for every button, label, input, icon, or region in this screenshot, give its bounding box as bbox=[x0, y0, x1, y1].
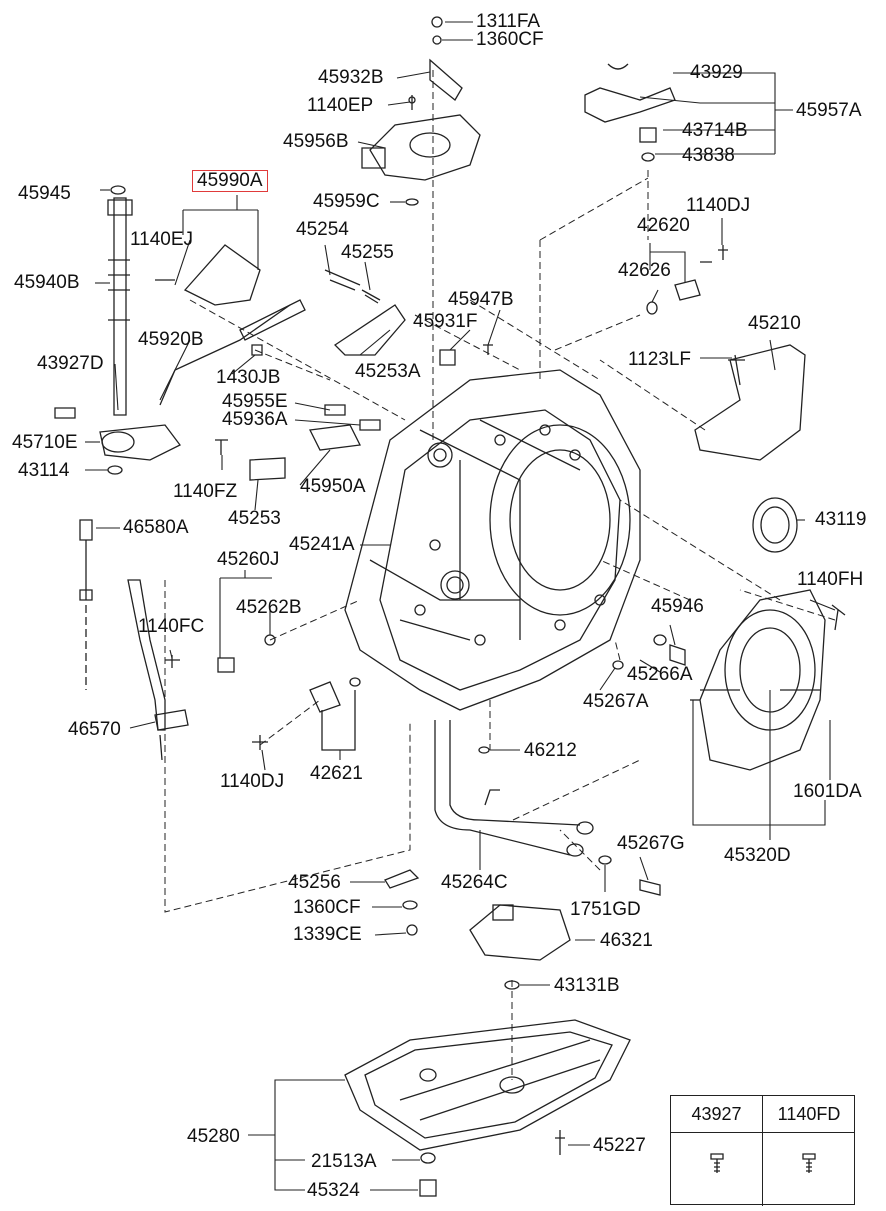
label-45710e: 45710E bbox=[12, 432, 78, 453]
label-1140ep: 1140EP bbox=[307, 95, 374, 116]
label-45946: 45946 bbox=[651, 596, 704, 617]
label-45931f: 45931F bbox=[413, 311, 478, 332]
label-45210: 45210 bbox=[748, 313, 801, 334]
label-1140fc: 1140FC bbox=[138, 616, 205, 637]
label-43927d: 43927D bbox=[37, 353, 104, 374]
label-43119: 43119 bbox=[815, 509, 867, 530]
dashed-reference-lines bbox=[164, 70, 836, 1080]
label-1140fz: 1140FZ bbox=[173, 481, 238, 502]
label-45260j: 45260J bbox=[217, 549, 280, 570]
label-45262b: 45262B bbox=[236, 597, 302, 618]
table-cell-43927: 43927 bbox=[671, 1096, 763, 1206]
label-42621: 42621 bbox=[310, 763, 363, 784]
table-cell-1140fd: 1140FD bbox=[763, 1096, 855, 1206]
manual-shaft-assembly bbox=[54, 185, 493, 481]
label-43114: 43114 bbox=[18, 460, 70, 481]
label-45253: 45253 bbox=[228, 508, 281, 529]
label-45936a: 45936A bbox=[222, 409, 288, 430]
oil-filter bbox=[469, 904, 571, 990]
detent-bracket bbox=[584, 63, 728, 315]
label-1140dj-top: 1140DJ bbox=[686, 195, 751, 216]
oil-pan bbox=[344, 1019, 631, 1197]
bolt-icon bbox=[710, 1153, 724, 1173]
inhibitor-switch bbox=[361, 16, 481, 206]
label-1140dj-bottom: 1140DJ bbox=[220, 771, 285, 792]
label-43131b: 43131B bbox=[554, 975, 620, 996]
label-45990a: 45990A bbox=[192, 170, 268, 192]
label-45227: 45227 bbox=[593, 1135, 646, 1156]
label-46212: 46212 bbox=[524, 740, 577, 761]
label-46570: 46570 bbox=[68, 719, 121, 740]
label-45264c: 45264C bbox=[441, 872, 508, 893]
transmission-case bbox=[344, 369, 641, 711]
label-45955e: 45955E bbox=[222, 391, 288, 412]
label-45267a: 45267A bbox=[583, 691, 649, 712]
label-1751gd: 1751GD bbox=[570, 899, 641, 920]
label-1123lf: 1123LF bbox=[628, 349, 692, 370]
label-45266a: 45266A bbox=[627, 664, 693, 685]
label-42620: 42620 bbox=[637, 215, 690, 236]
label-45945: 45945 bbox=[18, 183, 71, 204]
table-header-43927: 43927 bbox=[671, 1096, 762, 1133]
label-45267g: 45267G bbox=[617, 833, 685, 854]
label-45253a: 45253A bbox=[355, 361, 421, 382]
label-1140ej: 1140EJ bbox=[130, 229, 194, 250]
lower-left-sensors bbox=[217, 634, 490, 754]
label-45256: 45256 bbox=[288, 872, 341, 893]
label-45950a: 45950A bbox=[300, 476, 366, 497]
label-45956b: 45956B bbox=[283, 131, 349, 152]
dipstick-assembly bbox=[79, 519, 189, 761]
label-21513a: 21513A bbox=[311, 1151, 377, 1172]
label-1140fh: 1140FH bbox=[797, 569, 864, 590]
label-45320d: 45320D bbox=[724, 845, 791, 866]
label-1339ce: 1339CE bbox=[293, 924, 362, 945]
label-45940b: 45940B bbox=[14, 272, 80, 293]
label-45255: 45255 bbox=[341, 242, 394, 263]
label-43838: 43838 bbox=[682, 145, 735, 166]
label-43714b: 43714B bbox=[682, 120, 748, 141]
label-45324: 45324 bbox=[307, 1180, 360, 1201]
label-45254: 45254 bbox=[296, 219, 349, 240]
label-1360cf-bottom: 1360CF bbox=[293, 897, 361, 918]
label-45959c: 45959C bbox=[313, 191, 380, 212]
label-43929: 43929 bbox=[690, 62, 743, 83]
bolt-icon bbox=[802, 1153, 816, 1173]
label-45947b: 45947B bbox=[448, 289, 514, 310]
label-45280: 45280 bbox=[187, 1126, 240, 1147]
label-45920b: 45920B bbox=[138, 329, 204, 350]
label-1430jb: 1430JB bbox=[216, 367, 281, 388]
label-45241a: 45241A bbox=[289, 534, 355, 555]
cooler-pipes bbox=[384, 720, 661, 936]
fastener-table: 43927 1140FD bbox=[670, 1095, 855, 1206]
label-46321: 46321 bbox=[600, 930, 653, 951]
label-46580a: 46580A bbox=[123, 517, 189, 538]
right-bracket bbox=[694, 344, 806, 553]
label-42626: 42626 bbox=[618, 260, 671, 281]
label-45957a: 45957A bbox=[796, 100, 862, 121]
label-1601da: 1601DA bbox=[793, 781, 862, 802]
label-1311fa: 1311FA bbox=[476, 11, 541, 32]
label-1360cf-top: 1360CF bbox=[476, 29, 544, 50]
label-45932b: 45932B bbox=[318, 67, 384, 88]
leader-lines bbox=[85, 21, 836, 1191]
table-header-1140fd: 1140FD bbox=[763, 1096, 855, 1133]
